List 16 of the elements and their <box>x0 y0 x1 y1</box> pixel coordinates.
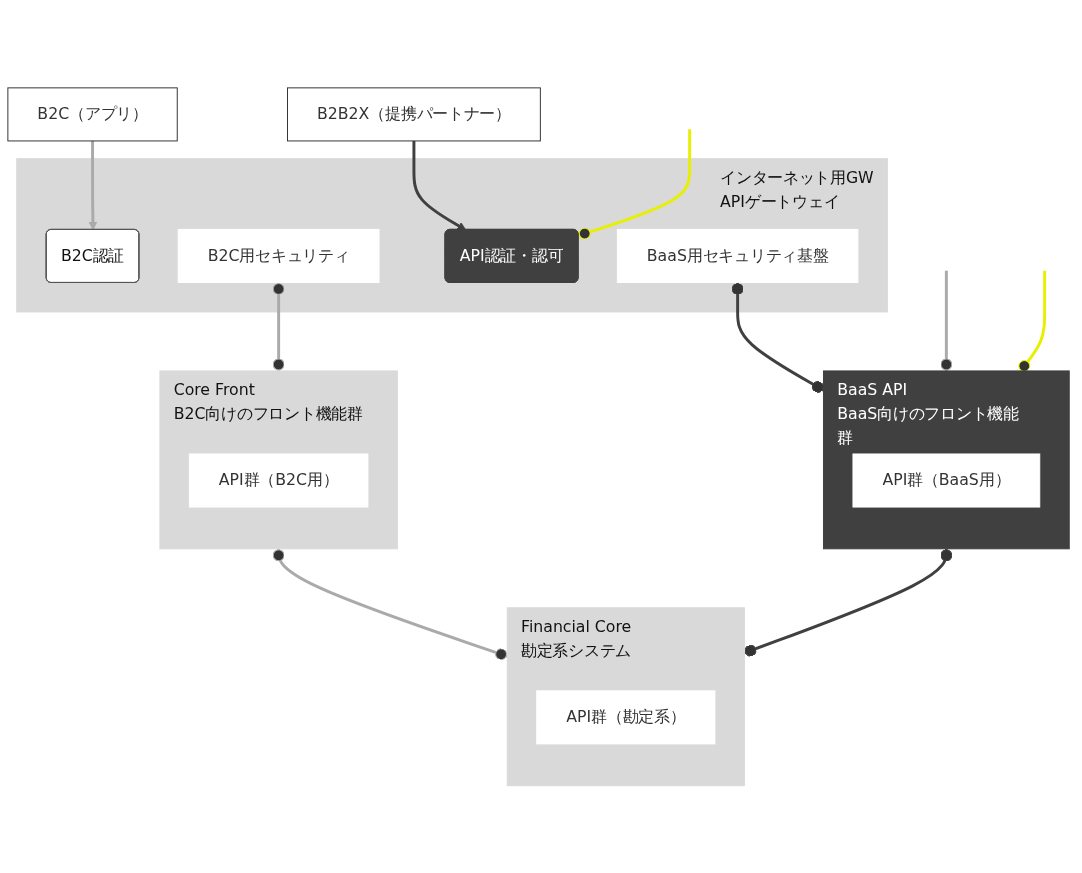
connector <box>272 282 285 371</box>
arrow <box>88 140 98 230</box>
node-box: B2C（アプリ） <box>7 87 178 142</box>
connector <box>578 128 692 240</box>
connector <box>272 548 508 660</box>
connector <box>940 270 953 371</box>
node-box: API群（B2C用） <box>188 453 369 508</box>
connector <box>1018 270 1047 372</box>
arrow <box>412 140 467 230</box>
node-box: API群（勘定系） <box>536 690 716 745</box>
connector <box>743 548 953 657</box>
node-box: B2B2X（提携パートナー） <box>287 87 541 142</box>
node-box: BaaS用セキュリティ基盤 <box>616 228 859 283</box>
connector <box>731 282 825 393</box>
node-box: B2C用セキュリティ <box>177 228 380 283</box>
node-box: API群（BaaS用） <box>852 453 1041 508</box>
